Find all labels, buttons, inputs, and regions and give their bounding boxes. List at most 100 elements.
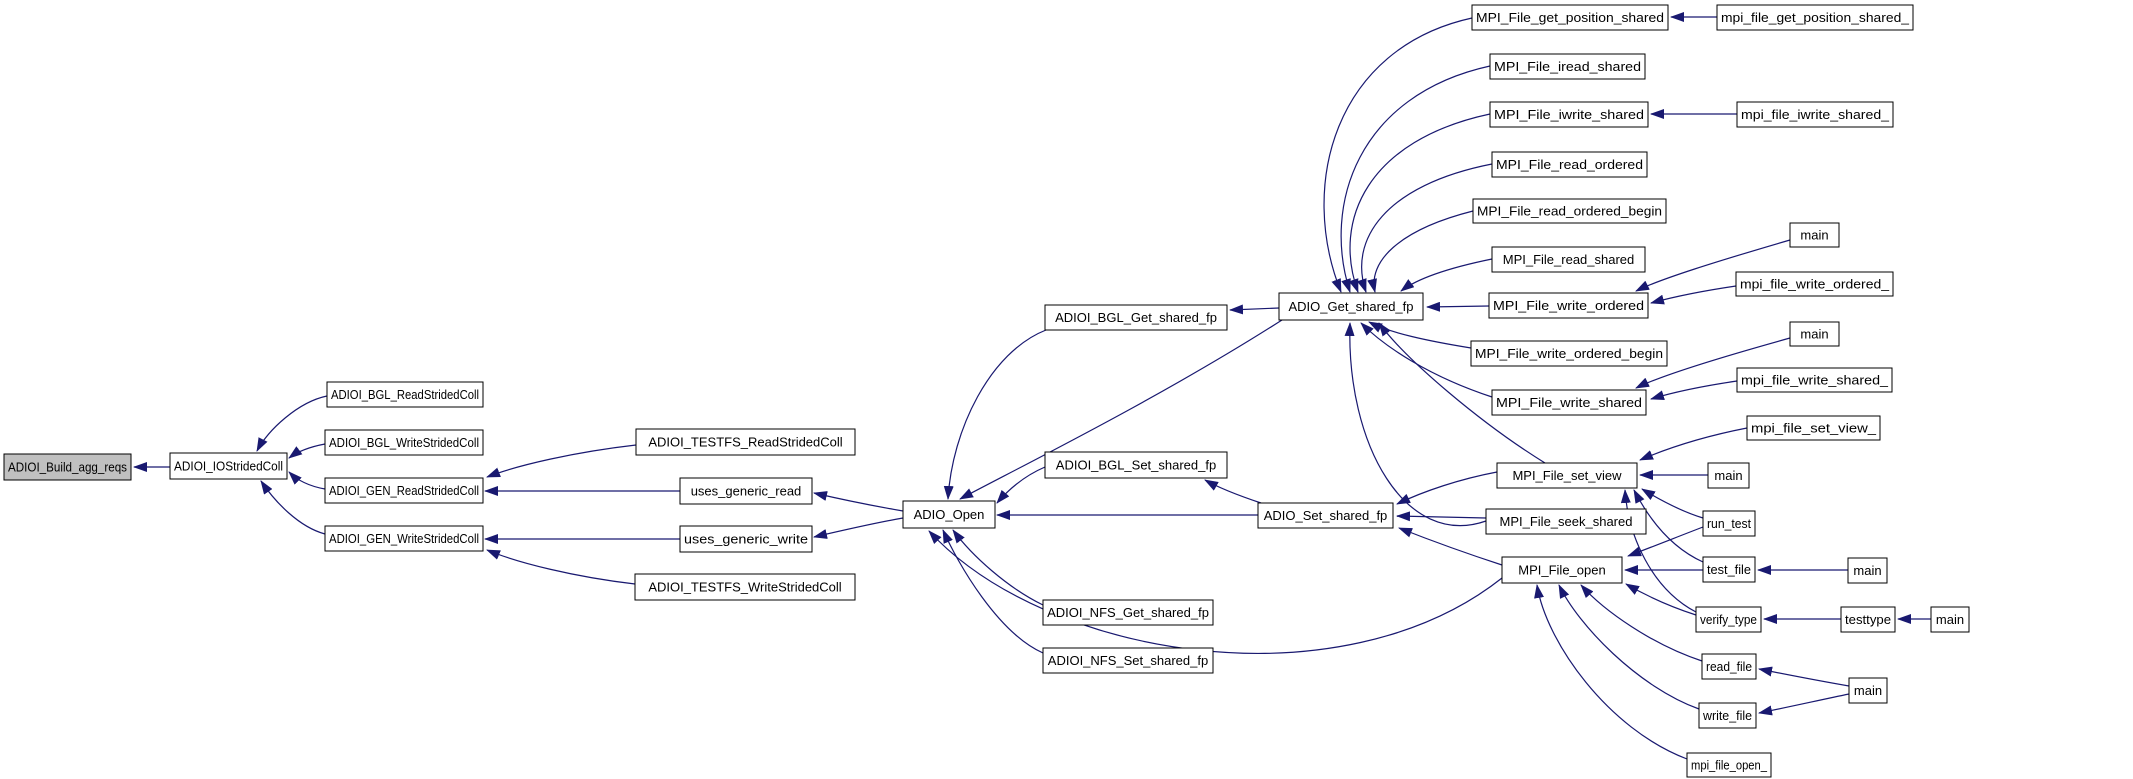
node-box-adioi_bgl_readstridedcoll[interactable] (326, 381, 484, 408)
node-box-mpi_file_get_position_shared[interactable] (1471, 4, 1669, 31)
node-box-read_file[interactable] (1701, 653, 1757, 680)
node-box-mpi_file_read_shared[interactable] (1491, 246, 1646, 273)
node-box-mpi_file_read_ordered_begin[interactable] (1472, 198, 1667, 224)
node-box-main_write_ordered[interactable] (1789, 222, 1840, 248)
node-box-testtype[interactable] (1840, 606, 1896, 633)
node-mpi_file_write_ordered[interactable]: MPI_File_write_ordered (1488, 292, 1649, 319)
node-testtype[interactable]: testtype (1840, 606, 1896, 633)
node-adioi_gen_readstridedcoll[interactable]: ADIOI_GEN_ReadStridedColl (324, 477, 484, 504)
node-w_mpi_file_write_shared[interactable]: mpi_file_write_shared_ (1736, 367, 1893, 393)
node-mpi_file_read_ordered_begin[interactable]: MPI_File_read_ordered_begin (1472, 198, 1667, 224)
node-box-w_mpi_file_open[interactable] (1686, 752, 1772, 778)
node-label-adioi_bgl_writestridedcoll: ADIOI_BGL_WriteStridedColl (329, 435, 479, 450)
node-adioi_nfs_set_shared_fp[interactable]: ADIOI_NFS_Set_shared_fp (1042, 647, 1214, 674)
node-adioi_nfs_get_shared_fp[interactable]: ADIOI_NFS_Get_shared_fp (1042, 599, 1214, 626)
node-box-mpi_file_write_ordered[interactable] (1488, 292, 1649, 319)
node-mpi_file_seek_shared[interactable]: MPI_File_seek_shared (1485, 508, 1647, 535)
node-adioi_bgl_writestridedcoll[interactable]: ADIOI_BGL_WriteStridedColl (324, 429, 484, 456)
node-box-w_mpi_file_write_shared[interactable] (1736, 367, 1893, 393)
node-box-uses_generic_read[interactable] (679, 477, 813, 505)
node-mpi_file_set_view[interactable]: MPI_File_set_view (1496, 462, 1638, 489)
node-w_mpi_file_get_position_shared[interactable]: mpi_file_get_position_shared_ (1716, 4, 1914, 31)
node-box-adioi_bgl_writestridedcoll[interactable] (324, 429, 484, 456)
node-mpi_file_open[interactable]: MPI_File_open (1501, 556, 1623, 584)
node-mpi_file_iread_shared[interactable]: MPI_File_iread_shared (1489, 53, 1646, 80)
node-adioi_gen_writestridedcoll[interactable]: ADIOI_GEN_WriteStridedColl (324, 525, 484, 552)
node-box-main_set_view[interactable] (1707, 462, 1750, 489)
node-box-main_read_write[interactable] (1848, 677, 1888, 704)
node-main_test_file[interactable]: main (1847, 557, 1888, 584)
node-box-adioi_testfs_readstridedcoll[interactable] (635, 428, 856, 456)
node-box-adioi_gen_readstridedcoll[interactable] (324, 477, 484, 504)
node-box-adio_open[interactable] (902, 500, 996, 529)
node-label-run_test: run_test (1707, 516, 1751, 531)
node-mpi_file_write_shared[interactable]: MPI_File_write_shared (1491, 389, 1647, 416)
node-mpi_file_write_ordered_begin[interactable]: MPI_File_write_ordered_begin (1470, 340, 1668, 367)
node-box-adioi_bgl_get_shared_fp[interactable] (1044, 304, 1228, 331)
node-box-adioi_nfs_set_shared_fp[interactable] (1042, 647, 1214, 674)
node-box-adioi_nfs_get_shared_fp[interactable] (1042, 599, 1214, 626)
node-adioi_bgl_get_shared_fp[interactable]: ADIOI_BGL_Get_shared_fp (1044, 304, 1228, 331)
node-read_file[interactable]: read_file (1701, 653, 1757, 680)
node-box-adioi_testfs_writestridedcoll[interactable] (634, 573, 856, 601)
node-mpi_file_read_ordered[interactable]: MPI_File_read_ordered (1491, 151, 1648, 178)
node-uses_generic_write[interactable]: uses_generic_write (679, 525, 813, 553)
node-adioi_testfs_readstridedcoll[interactable]: ADIOI_TESTFS_ReadStridedColl (635, 428, 856, 456)
node-box-adio_get_shared_fp[interactable] (1278, 292, 1424, 321)
node-main_testtype[interactable]: main (1930, 606, 1970, 633)
node-box-mpi_file_iread_shared[interactable] (1489, 53, 1646, 80)
node-box-w_mpi_file_write_ordered[interactable] (1735, 271, 1894, 297)
node-mpi_file_read_shared[interactable]: MPI_File_read_shared (1491, 246, 1646, 273)
node-adio_get_shared_fp[interactable]: ADIO_Get_shared_fp (1278, 292, 1424, 321)
node-box-adioi_bgl_set_shared_fp[interactable] (1044, 451, 1228, 479)
node-box-main_write_shared[interactable] (1789, 321, 1840, 347)
node-adioi_bgl_readstridedcoll[interactable]: ADIOI_BGL_ReadStridedColl (326, 381, 484, 408)
node-w_mpi_file_open[interactable]: mpi_file_open_ (1686, 752, 1772, 778)
node-box-adioi_iostridedcoll[interactable] (169, 452, 288, 480)
node-verify_type[interactable]: verify_type (1695, 606, 1762, 633)
node-mpi_file_get_position_shared[interactable]: MPI_File_get_position_shared (1471, 4, 1669, 31)
node-box-mpi_file_open[interactable] (1501, 556, 1623, 584)
node-box-mpi_file_iwrite_shared[interactable] (1489, 101, 1649, 128)
node-label-uses_generic_write: uses_generic_write (684, 532, 808, 547)
node-box-adio_set_shared_fp[interactable] (1257, 502, 1394, 529)
node-box-mpi_file_read_ordered[interactable] (1491, 151, 1648, 178)
node-main_write_shared[interactable]: main (1789, 321, 1840, 347)
node-box-w_mpi_file_get_position_shared[interactable] (1716, 4, 1914, 31)
node-w_mpi_file_write_ordered[interactable]: mpi_file_write_ordered_ (1735, 271, 1894, 297)
node-mpi_file_iwrite_shared[interactable]: MPI_File_iwrite_shared (1489, 101, 1649, 128)
node-box-adioi_gen_writestridedcoll[interactable] (324, 525, 484, 552)
node-test_file[interactable]: test_file (1702, 556, 1756, 583)
node-box-mpi_file_write_ordered_begin[interactable] (1470, 340, 1668, 367)
node-box-w_mpi_file_iwrite_shared[interactable] (1736, 101, 1894, 128)
node-box-verify_type[interactable] (1695, 606, 1762, 633)
node-box-test_file[interactable] (1702, 556, 1756, 583)
node-box-w_mpi_file_set_view[interactable] (1746, 415, 1881, 441)
node-adio_set_shared_fp[interactable]: ADIO_Set_shared_fp (1257, 502, 1394, 529)
node-box-main_testtype[interactable] (1930, 606, 1970, 633)
edge-mpi_file_read_ordered-to-adio_get_shared_fp (1357, 163, 1493, 293)
node-run_test[interactable]: run_test (1702, 510, 1756, 537)
node-label-w_mpi_file_iwrite_shared: mpi_file_iwrite_shared_ (1741, 107, 1890, 122)
node-box-mpi_file_write_shared[interactable] (1491, 389, 1647, 416)
node-box-main_test_file[interactable] (1847, 557, 1888, 584)
node-box-uses_generic_write[interactable] (679, 525, 813, 553)
node-label-main_test_file: main (1853, 563, 1881, 578)
node-label-adioi_nfs_set_shared_fp: ADIOI_NFS_Set_shared_fp (1048, 653, 1208, 668)
node-adio_open[interactable]: ADIO_Open (902, 500, 996, 529)
node-w_mpi_file_iwrite_shared[interactable]: mpi_file_iwrite_shared_ (1736, 101, 1894, 128)
node-box-run_test[interactable] (1702, 510, 1756, 537)
node-main_read_write[interactable]: main (1848, 677, 1888, 704)
node-w_mpi_file_set_view[interactable]: mpi_file_set_view_ (1746, 415, 1881, 441)
node-box-mpi_file_seek_shared[interactable] (1485, 508, 1647, 535)
node-uses_generic_read[interactable]: uses_generic_read (679, 477, 813, 505)
node-adioi_testfs_writestridedcoll[interactable]: ADIOI_TESTFS_WriteStridedColl (634, 573, 856, 601)
edge-adioi_gen_readstridedcoll-to-adioi_iostridedcoll (288, 471, 326, 490)
node-main_write_ordered[interactable]: main (1789, 222, 1840, 248)
node-main_set_view[interactable]: main (1707, 462, 1750, 489)
node-adioi_iostridedcoll[interactable]: ADIOI_IOStridedColl (169, 452, 288, 480)
node-box-mpi_file_set_view[interactable] (1496, 462, 1638, 489)
node-box-write_file[interactable] (1698, 702, 1757, 729)
node-write_file[interactable]: write_file (1698, 702, 1757, 729)
node-adioi_bgl_set_shared_fp[interactable]: ADIOI_BGL_Set_shared_fp (1044, 451, 1228, 479)
